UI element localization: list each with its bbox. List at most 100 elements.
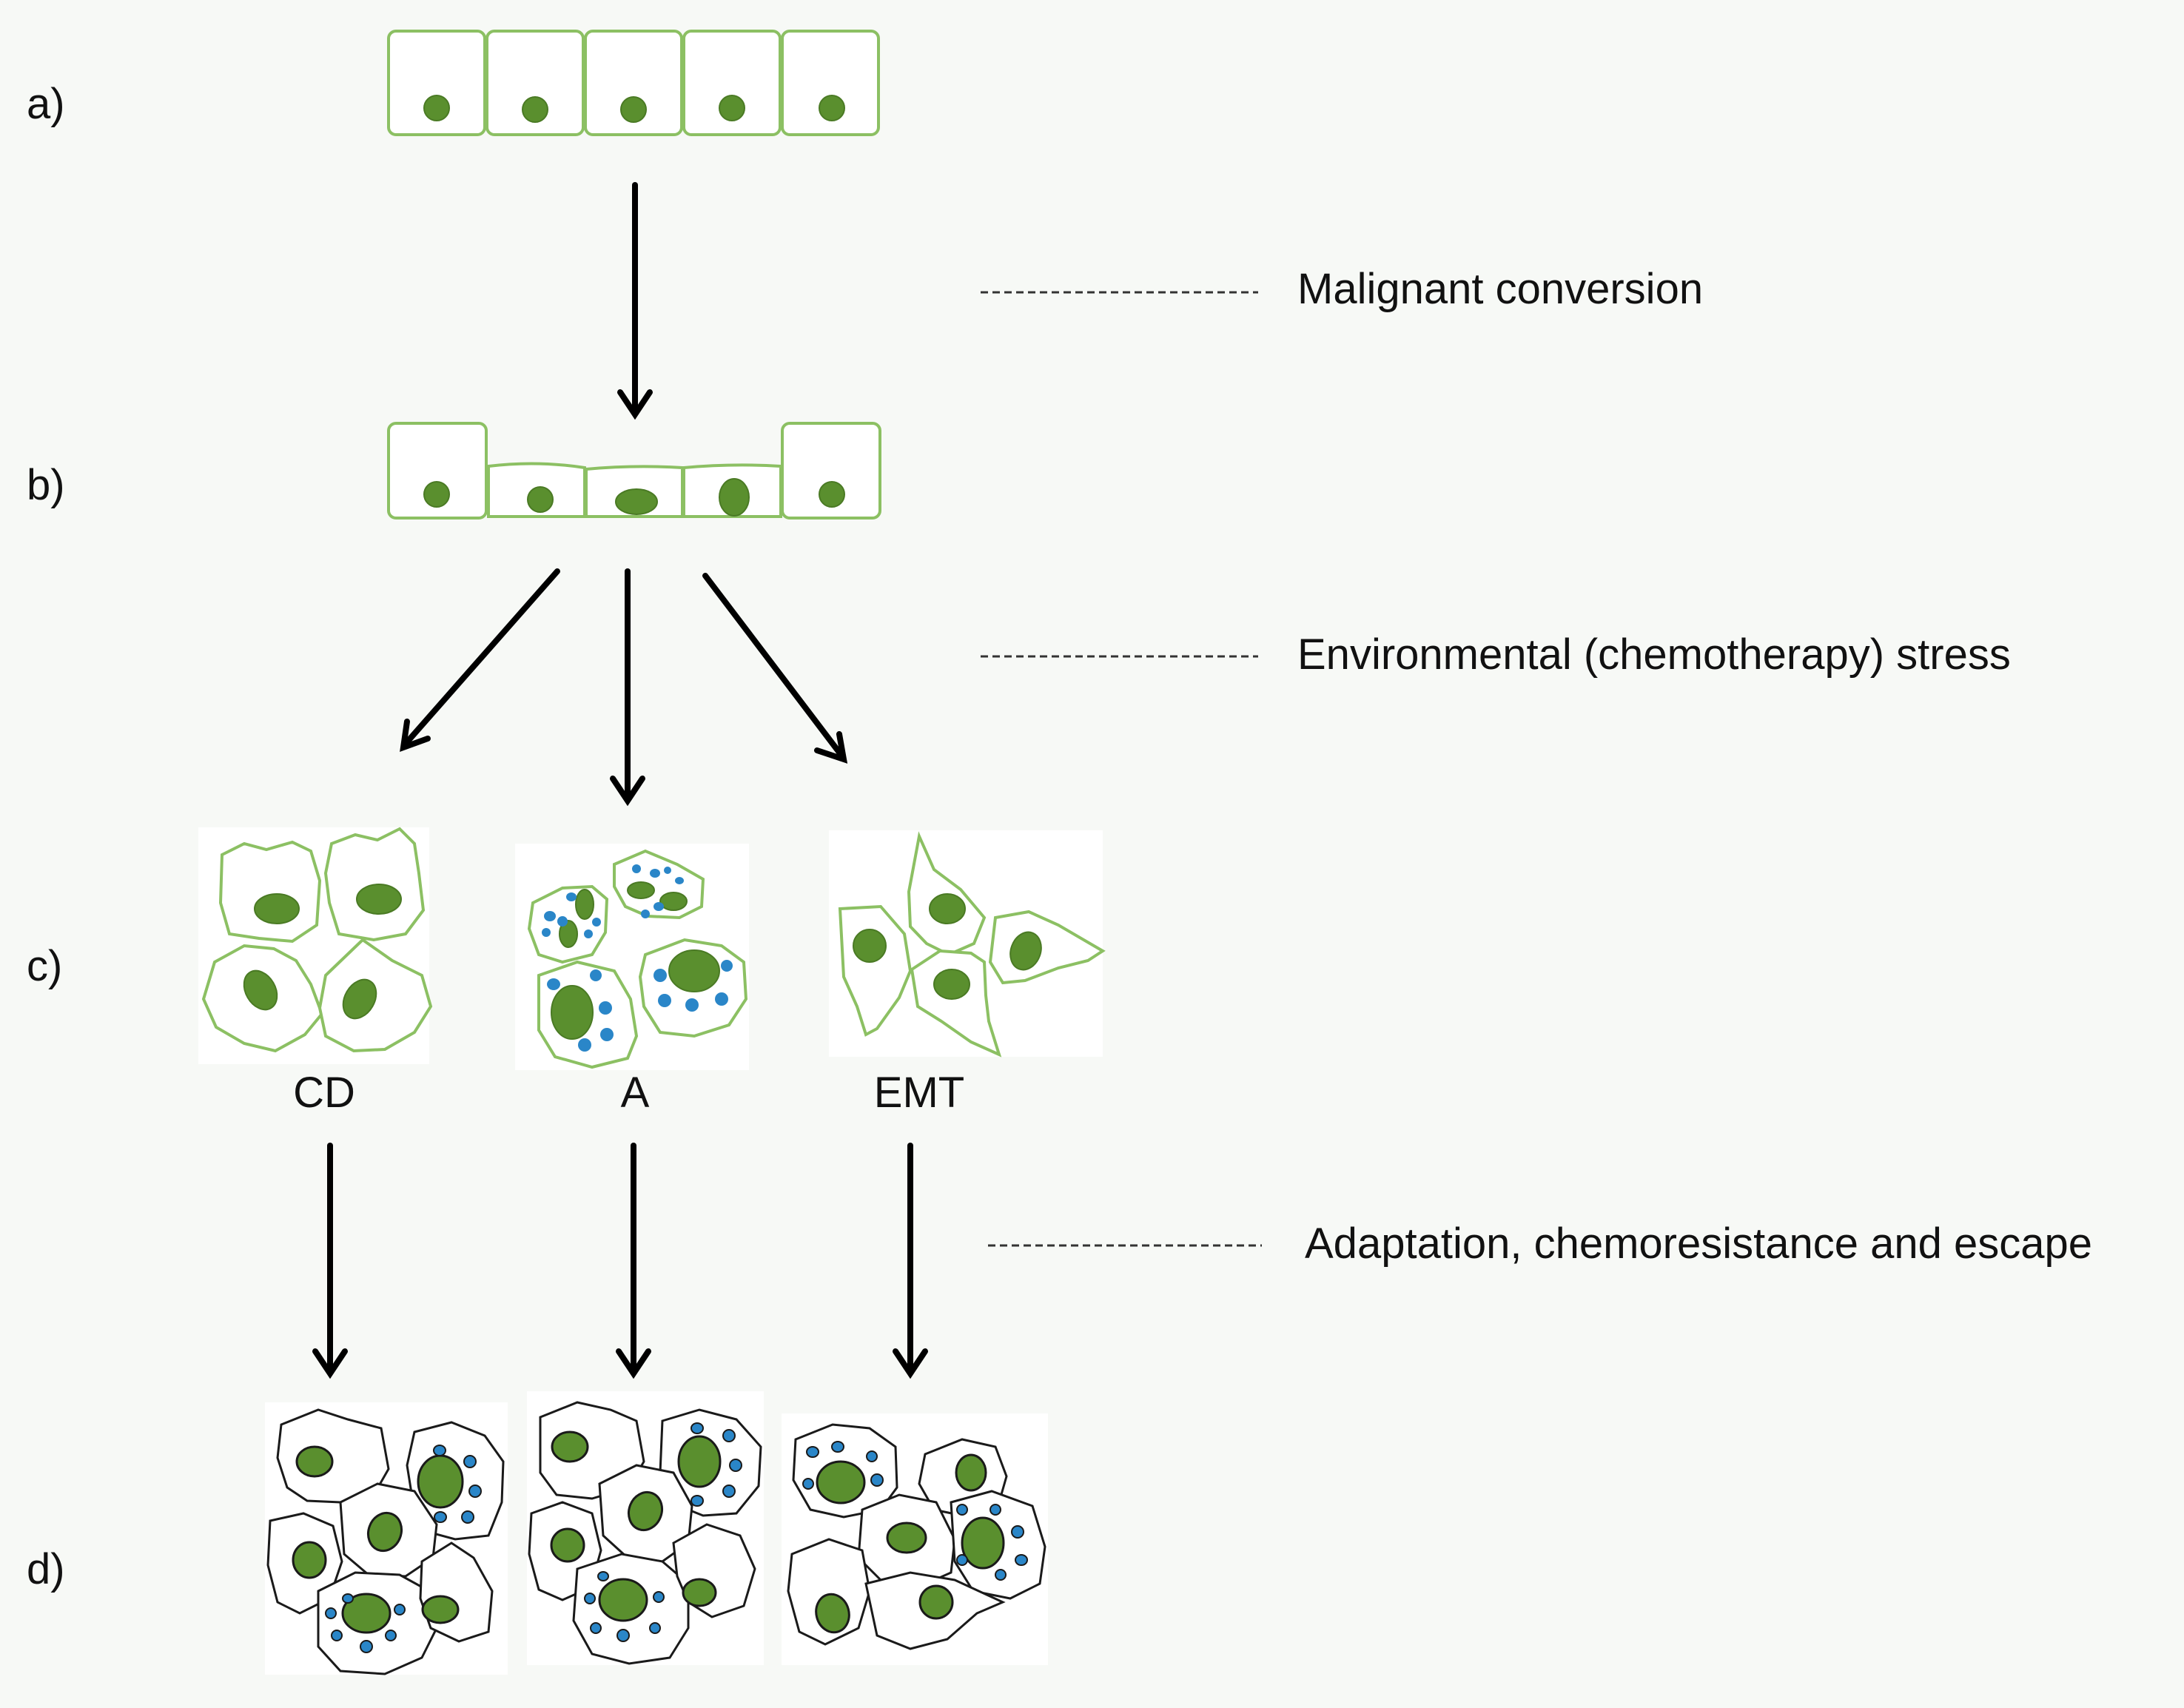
epithelial-cell [781,422,881,520]
nucleus [933,969,970,1000]
emt-cell [910,949,1002,1058]
nucleus [522,96,548,123]
nucleus [575,889,594,920]
vesicle [1015,1554,1028,1566]
vesicle [557,916,568,927]
nucleus [295,1445,334,1478]
nucleus [819,481,845,508]
row-label-a: a) [27,80,65,128]
arrowhead [814,731,848,764]
row-label-c: c) [27,942,62,990]
epithelial-cell [682,30,782,136]
vesicle [599,1001,612,1015]
arrow-to-emt [702,573,845,759]
vesicle [590,1622,602,1634]
vesicle [360,1640,373,1653]
nucleus [719,478,750,517]
vesicle [434,1511,447,1523]
nucleus [682,1578,717,1607]
nucleus [853,929,887,963]
vesicle [685,998,699,1012]
resistant-cluster-emt [782,1413,1048,1665]
nucleus [961,1516,1005,1570]
vesicle [802,1478,814,1490]
vesicle [385,1630,397,1641]
vesicle [653,1591,665,1603]
nucleus [886,1522,927,1554]
vesicle [342,1593,354,1604]
vesicle [653,969,667,982]
epithelial-cell [485,30,585,136]
epithelial-cell [584,30,683,136]
vesicle [592,918,601,927]
vesicle [956,1554,968,1566]
arrowhead [312,1348,348,1379]
step-stress-label: Environmental (chemotherapy) stress [1297,631,2011,679]
vesicle [691,1495,704,1507]
nucleus [551,985,594,1040]
nucleus [659,892,688,911]
vesicle [675,877,684,884]
step-adaptation-label: Adaptation, chemoresistance and escape [1305,1220,2092,1268]
nucleus [366,1511,403,1553]
nucleus [918,1584,954,1620]
vesicle [870,1473,884,1487]
nucleus [815,1593,850,1634]
vesicle [995,1569,1007,1581]
cd-cell [218,840,322,944]
vesicle [616,1629,630,1642]
vesicle [590,969,602,981]
vesicle [542,928,551,937]
vesicle [664,867,671,874]
transformed-nuclei [423,478,845,517]
vesicle [325,1607,337,1619]
nucleus [421,1595,460,1624]
vesicle [463,1455,477,1468]
nucleus [677,1435,722,1488]
nucleus [551,1430,589,1463]
vesicle [1011,1525,1024,1539]
arrow-to-cd [403,568,560,747]
vesicle [547,978,560,990]
vesicle [433,1445,446,1456]
vesicle [722,1485,736,1498]
step-malignant-label: Malignant conversion [1297,265,1703,313]
arrowhead [400,719,431,753]
row-label-d: d) [27,1545,65,1593]
vesicle [715,992,728,1006]
nucleus [423,481,450,508]
type-label-cd: CD [293,1069,355,1117]
vesicle [729,1459,742,1472]
nucleus [342,978,377,1020]
nucleus [254,893,300,924]
vesicle [584,929,593,938]
vesicle [658,994,671,1007]
nucleus [559,920,578,948]
arrows-c-to-d [312,1143,928,1379]
row-label-b: b) [27,461,65,509]
nucleus [627,881,655,899]
arrows-b-to-c [400,568,848,807]
vesicle [989,1504,1001,1516]
vesicle [649,1622,661,1634]
nucleus [719,95,745,121]
vesicle [331,1630,343,1641]
vesicle [691,1422,704,1434]
nucleus [417,1454,464,1509]
arrow-a-to-b [617,182,653,420]
resistant-cluster-cd [265,1402,508,1675]
vesicle [806,1446,819,1458]
vesicle [956,1504,968,1516]
emt-cluster [829,830,1106,1058]
a-cluster [515,844,749,1070]
arrowhead [610,776,645,807]
epithelial-cell [387,422,488,520]
vesicle [597,1571,609,1581]
epithelial-cell [781,30,880,136]
arrowhead [616,1348,651,1379]
vesicle [653,902,664,911]
nucleus [627,1490,664,1532]
normal-epithelium [387,30,880,136]
vesicle [394,1604,406,1615]
